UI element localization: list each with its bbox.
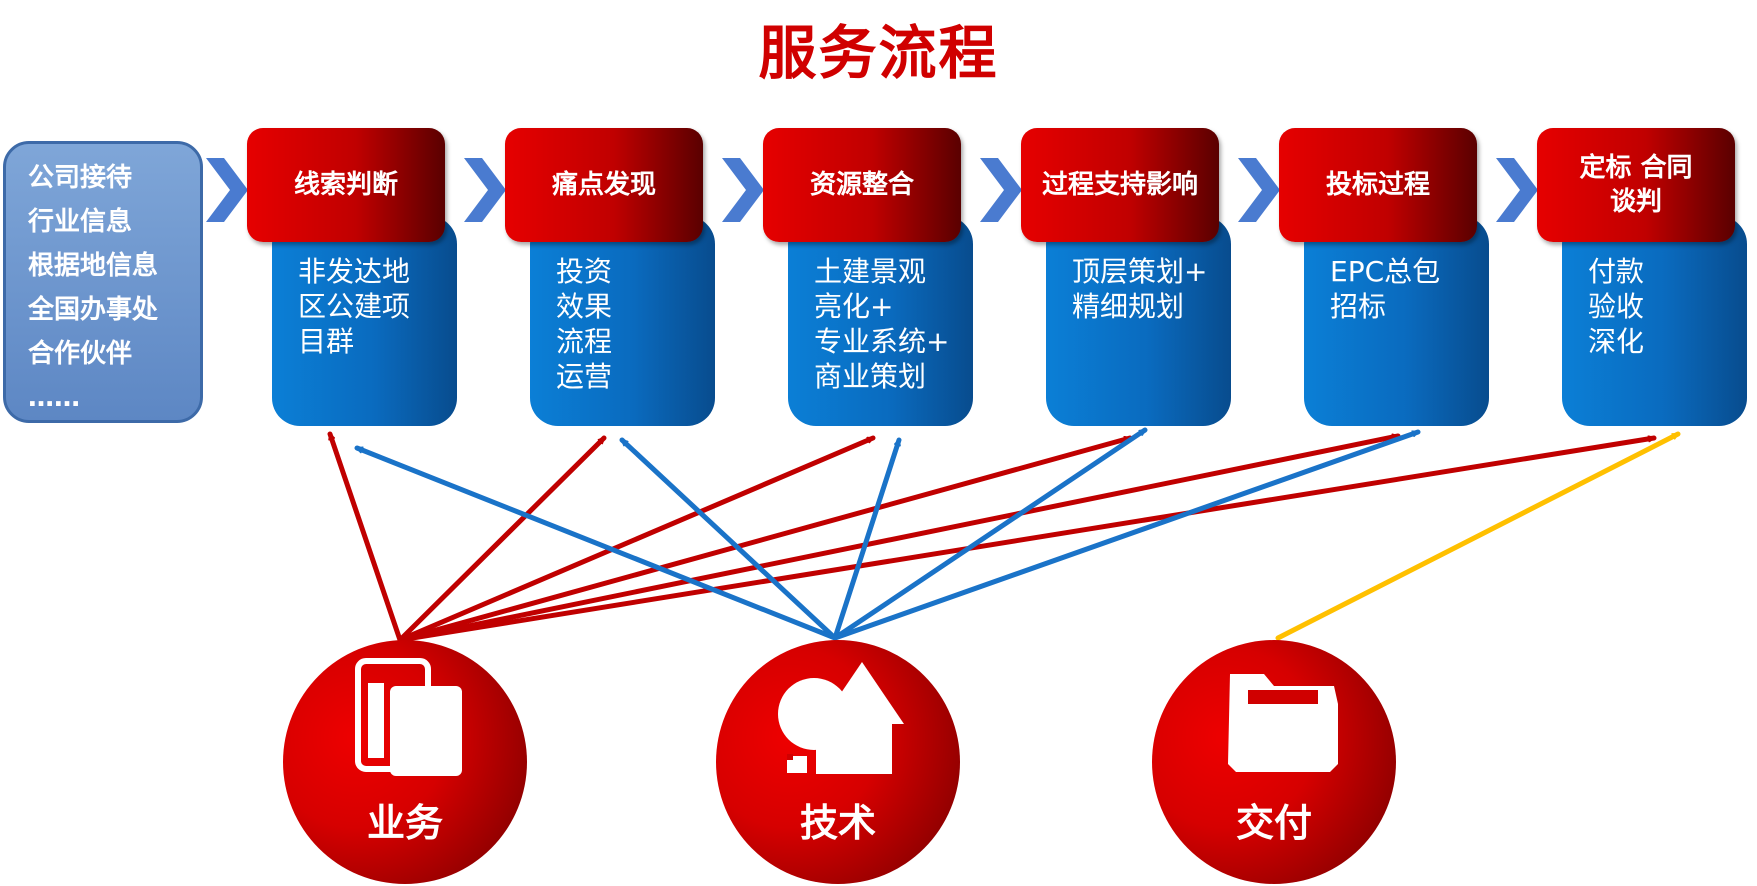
step-line: 亮化+ xyxy=(814,290,894,323)
step-title: 资源整合 xyxy=(809,170,914,200)
step-header: 过程支持影响 xyxy=(1021,128,1219,242)
role-label: 交付 xyxy=(1235,801,1312,845)
business-to-step4-arrow xyxy=(397,435,1133,643)
step-body: 投资 效果 流程 运营 xyxy=(530,216,715,426)
business-to-step6-arrow xyxy=(397,438,1657,643)
step-line: 验收 xyxy=(1588,290,1645,323)
shapes-icon xyxy=(778,662,904,774)
step-line: 运营 xyxy=(556,360,613,393)
intro-line-1: 公司接待 xyxy=(28,163,133,193)
tech-to-step4-arrow xyxy=(832,427,1148,641)
step-award-contract: 付款 验收 深化 定标 合同 谈判 xyxy=(1537,128,1747,430)
step-body: 土建景观 亮化+ 专业系统+ 商业策划 xyxy=(788,216,973,426)
business-to-step2-arrow xyxy=(397,435,607,643)
role-delivery: 交付 xyxy=(1152,640,1396,884)
intro-line-6: …… xyxy=(28,383,80,413)
step-header: 线索判断 xyxy=(247,128,445,242)
step-title: 痛点发现 xyxy=(551,170,656,200)
step-line: 土建景观 xyxy=(814,255,927,288)
role-business: 业务 xyxy=(283,640,527,884)
step-line: 商业策划 xyxy=(814,360,927,393)
step-bidding: EPC总包 招标 投标过程 xyxy=(1279,128,1489,430)
business-to-step5-arrow xyxy=(397,433,1401,643)
chevron-right-icon xyxy=(980,158,1022,222)
chevron-right-icon xyxy=(1238,158,1280,222)
step-title: 线索判断 xyxy=(293,170,398,200)
intro-line-3: 根据地信息 xyxy=(28,251,159,281)
step-line: 非发达地 xyxy=(298,255,411,288)
chevron-right-icon xyxy=(464,158,506,222)
step-line: 效果 xyxy=(556,290,613,323)
delivery-to-step6-arrow xyxy=(1275,431,1681,641)
documents-icon xyxy=(355,658,462,776)
step-header: 定标 合同 谈判 xyxy=(1537,128,1735,242)
step-line: 招标 xyxy=(1330,290,1387,323)
step-pain-point: 投资 效果 流程 运营 痛点发现 xyxy=(505,128,715,430)
step-line: 顶层策划+ xyxy=(1072,255,1208,288)
step-line: 目群 xyxy=(298,325,355,358)
role-technology: 技术 xyxy=(716,640,960,884)
step-body: 非发达地 区公建项 目群 xyxy=(272,216,457,426)
step-line: EPC总包 xyxy=(1330,255,1441,288)
role-label: 技术 xyxy=(799,801,876,845)
tech-to-step3-arrow xyxy=(832,437,902,641)
step-body: 顶层策划+ 精细规划 xyxy=(1046,216,1231,426)
step-clue-judgment: 非发达地 区公建项 目群 线索判断 xyxy=(247,128,457,430)
step-line: 付款 xyxy=(1588,255,1645,288)
step-line: 流程 xyxy=(556,325,613,358)
step-body: 付款 验收 深化 xyxy=(1562,216,1747,426)
step-line: 精细规划 xyxy=(1072,290,1185,323)
step-process-support: 顶层策划+ 精细规划 过程支持影响 xyxy=(1021,128,1231,430)
intro-line-4: 全国办事处 xyxy=(28,295,159,325)
chevron-right-icon xyxy=(722,158,764,222)
intro-line-2: 行业信息 xyxy=(28,207,133,237)
step-header: 投标过程 xyxy=(1279,128,1477,242)
step-title: 投标过程 xyxy=(1325,170,1430,200)
tech-to-step5-arrow xyxy=(832,429,1421,641)
step-header: 痛点发现 xyxy=(505,128,703,242)
intro-box: 公司接待 行业信息 根据地信息 全国办事处 合作伙伴 …… xyxy=(3,141,203,423)
intro-line-5: 合作伙伴 xyxy=(28,339,133,369)
role-label: 业务 xyxy=(366,801,443,845)
step-resource-integration: 土建景观 亮化+ 专业系统+ 商业策划 资源整合 xyxy=(763,128,973,430)
chevron-right-icon xyxy=(206,158,248,222)
tech-to-step2-arrow xyxy=(619,437,838,641)
folder-icon xyxy=(1228,674,1338,772)
step-line: 专业系统+ xyxy=(814,325,950,358)
step-line: 深化 xyxy=(1588,325,1645,358)
step-title: 过程支持影响 xyxy=(1041,170,1198,200)
step-body: EPC总包 招标 xyxy=(1304,216,1489,426)
chevron-right-icon xyxy=(1496,158,1538,222)
business-to-step3-arrow xyxy=(397,435,876,643)
page-title: 服务流程 xyxy=(758,19,999,87)
step-title: 定标 合同 谈判 xyxy=(1579,153,1693,217)
business-to-step1-arrow xyxy=(327,431,403,643)
step-header: 资源整合 xyxy=(763,128,961,242)
step-line: 投资 xyxy=(556,255,613,288)
tech-to-step1-arrow xyxy=(354,445,838,641)
step-line: 区公建项 xyxy=(298,290,411,323)
